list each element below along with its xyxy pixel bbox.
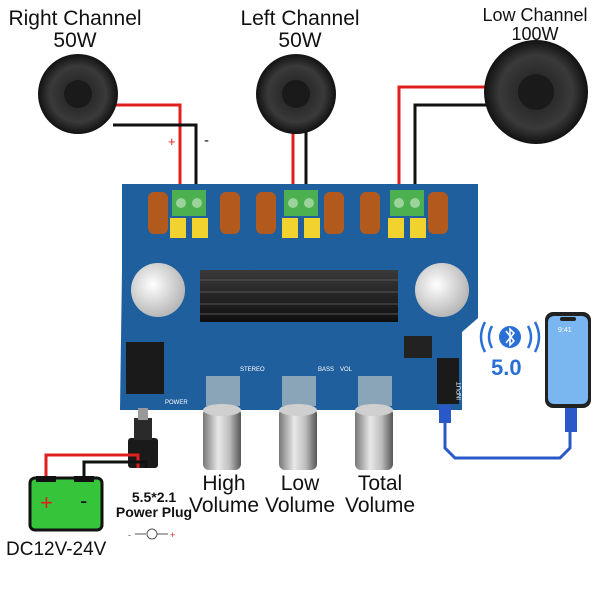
- film-capacitors: [170, 218, 426, 238]
- power-plug-label: 5.5*2.1 Power Plug: [108, 490, 200, 519]
- polarity-minus: -: [204, 132, 209, 149]
- phone-time: 9:41: [558, 327, 572, 334]
- svg-text:-: -: [128, 530, 131, 540]
- board-label-input: INPUT: [457, 382, 463, 400]
- plug-label: Power Plug: [115, 503, 193, 520]
- battery-plus: +: [40, 490, 53, 515]
- knob-low-line1: Low: [280, 472, 320, 495]
- amplifier-board: STEREO BASS VOL POWER INPUT: [120, 184, 478, 410]
- speaker-right-label: Right Channel 50W: [0, 7, 150, 53]
- capacitor-left: [131, 263, 185, 317]
- speaker-right-name: Right Channel: [8, 7, 142, 30]
- svg-text:+: +: [170, 530, 175, 540]
- speaker-terminals: [172, 190, 424, 216]
- plug-polarity-icon: [135, 528, 168, 540]
- plug-size: 5.5*2.1: [131, 489, 177, 505]
- smartphone: [545, 312, 591, 408]
- speaker-low: [484, 40, 588, 144]
- knob-total-volume[interactable]: [355, 404, 393, 470]
- board-label-bass: BASS: [318, 367, 334, 373]
- knob-low-label: Low Volume: [262, 472, 338, 518]
- capacitor-right: [415, 263, 469, 317]
- audio-cable: [443, 415, 572, 460]
- speaker-right: [38, 54, 118, 134]
- speaker-low-power: 100W: [511, 23, 559, 44]
- knob-total-line2: Volume: [344, 494, 416, 518]
- battery: [28, 476, 104, 532]
- ic-chip: [404, 336, 432, 358]
- speaker-left-name: Left Channel: [240, 7, 360, 30]
- speaker-left-label: Left Channel 50W: [230, 7, 370, 53]
- audio-input-jack: [437, 358, 459, 404]
- speaker-low-name: Low Channel: [482, 5, 588, 25]
- speaker-left-power: 50W: [278, 29, 322, 53]
- voltage-label: DC12V-24V: [6, 539, 107, 560]
- knob-total-label: Total Volume: [342, 472, 418, 518]
- knob-total-line1: Total: [357, 472, 403, 495]
- knob-high-volume[interactable]: [203, 404, 241, 470]
- inductor-coils: [148, 192, 448, 234]
- board-label-stereo: STEREO: [240, 367, 265, 373]
- board-label-vol: VOL: [340, 367, 353, 373]
- knob-high-line2: Volume: [188, 494, 260, 518]
- power-jack: [126, 342, 164, 394]
- polarity-plus: +: [168, 134, 176, 149]
- power-plug: [128, 408, 158, 468]
- knob-high-line1: High: [202, 472, 246, 495]
- speaker-left: [256, 54, 336, 134]
- power-wires: [44, 453, 148, 480]
- speaker-right-power: 50W: [53, 29, 97, 53]
- knob-low-line2: Volume: [264, 494, 336, 518]
- knob-low-volume[interactable]: [279, 404, 317, 470]
- bluetooth-version: 5.0: [491, 355, 522, 380]
- speaker-low-label: Low Channel 100W: [470, 6, 600, 44]
- heatsink: [200, 270, 398, 322]
- battery-minus: -: [80, 488, 87, 513]
- board-label-power: POWER: [165, 400, 188, 406]
- bluetooth-icon: [479, 321, 541, 353]
- knob-high-label: High Volume: [186, 472, 262, 518]
